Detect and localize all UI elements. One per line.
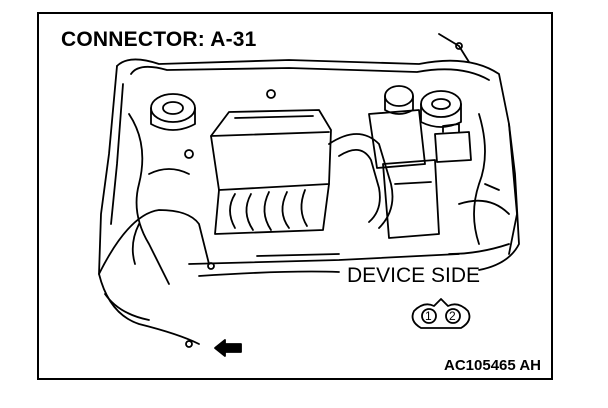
device-side-label: DEVICE SIDE: [347, 264, 481, 287]
pin-2-label: 2: [449, 309, 456, 323]
diagram-frame: CONNECTOR: A-31: [37, 12, 553, 380]
connector-title: CONNECTOR: A-31: [61, 28, 257, 51]
engine-bay-illustration: 1 2: [98, 33, 520, 357]
pin-1-label: 1: [425, 309, 432, 323]
figure-id: AC105465 AH: [444, 357, 541, 374]
